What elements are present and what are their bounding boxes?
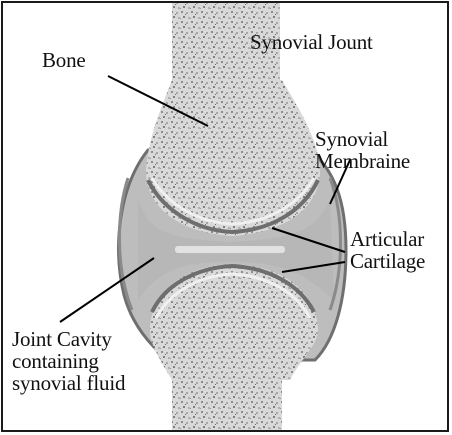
label-membrane-line2: Membraine [315,150,410,172]
label-cavity-line2: containing [12,350,125,372]
label-cartilage-line1: Articular [350,228,425,250]
label-articular-cartilage: Articular Cartilage [350,228,425,272]
label-synovial-membrane: Synovial Membraine [315,128,410,172]
label-cartilage-line2: Cartilage [350,250,425,272]
label-joint-cavity: Joint Cavity containing synovial fluid [12,328,125,394]
label-bone: Bone [42,49,86,71]
label-cavity-line3: synovial fluid [12,372,125,394]
label-cavity-line1: Joint Cavity [12,328,125,350]
label-membrane-line1: Synovial [315,128,410,150]
diagram-title: Synovial Jount [250,31,373,53]
